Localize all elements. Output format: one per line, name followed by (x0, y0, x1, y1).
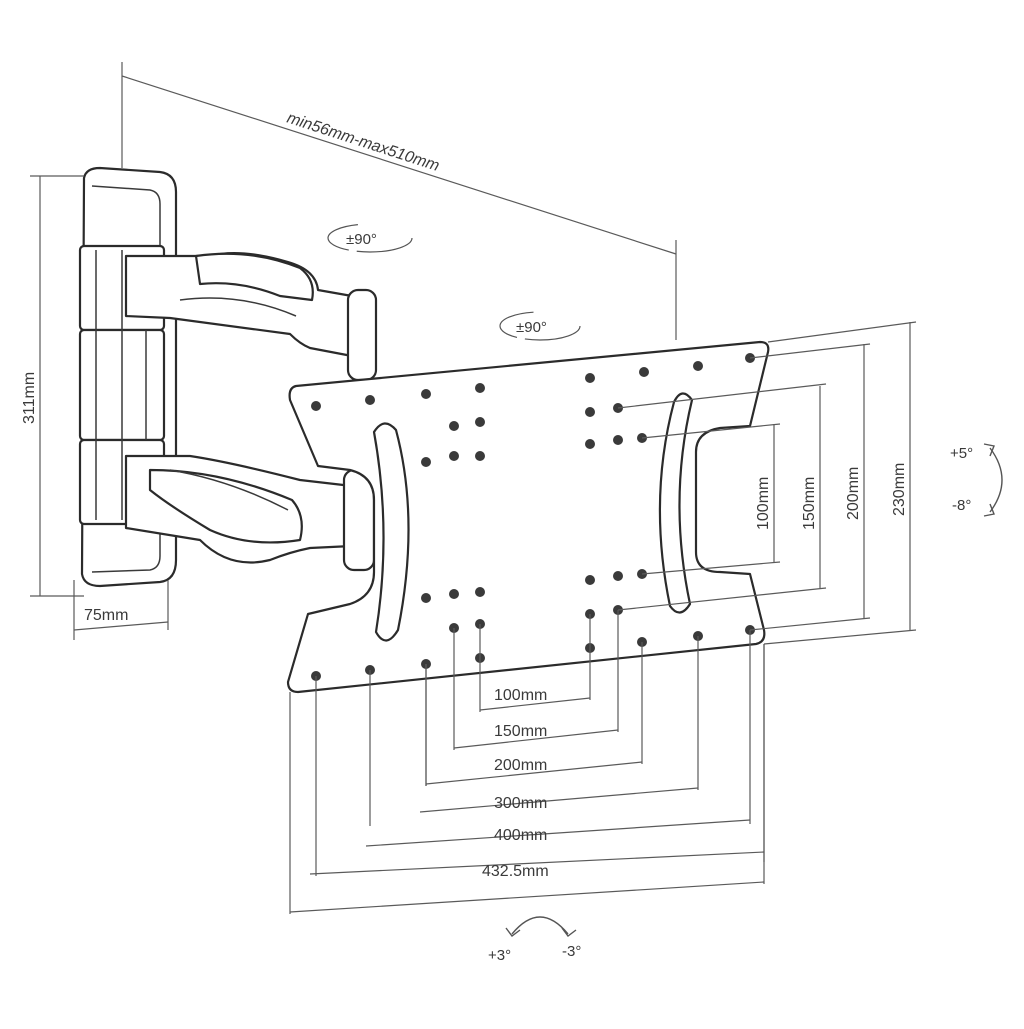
label-level-minus: -3° (562, 943, 581, 960)
swivel-arm-indicator: ±90° (327, 223, 413, 253)
level-indicator: +3° -3° (488, 916, 581, 964)
label-vesa-v-100: 100mm (755, 477, 772, 530)
label-vesa-h-300: 300mm (494, 795, 547, 812)
label-wall-height: 311mm (21, 372, 38, 424)
label-vesa-v-230: 230mm (891, 463, 908, 516)
label-swivel-arm: ±90° (346, 231, 377, 248)
label-vesa-h-100: 100mm (494, 687, 547, 704)
dim-wall-depth: 75mm (73, 580, 169, 640)
label-rotate-plate: ±90° (516, 319, 547, 336)
label-tilt-up: +5° (950, 445, 973, 462)
label-vesa-h-432: 432.5mm (482, 863, 549, 880)
label-vesa-v-150: 150mm (801, 477, 818, 530)
label-level-plus: +3° (488, 947, 511, 964)
upper-arm (124, 252, 378, 382)
label-vesa-h-150: 150mm (494, 723, 547, 740)
label-vesa-h-200: 200mm (494, 757, 547, 774)
tilt-indicator: +5° -8° (950, 443, 1003, 517)
label-vesa-v-200: 200mm (845, 467, 862, 520)
mounting-holes (311, 353, 755, 681)
label-wall-depth: 75mm (84, 607, 128, 624)
vesa-plate (286, 340, 770, 694)
rotate-plate-indicator: ±90° (499, 311, 581, 341)
label-vesa-h-400: 400mm (494, 827, 547, 844)
dim-wall-height: 311mm (21, 175, 84, 597)
lower-arm (124, 454, 376, 572)
dim-vesa-vertical: 100mm 150mm 200mm 230mm (617, 321, 917, 645)
dim-vesa-horizontal: 100mm 150mm 200mm 300mm 400mm 432.5mm (289, 610, 765, 914)
label-tilt-down: -8° (952, 497, 971, 514)
label-arm-extension: min56mm-max510mm (285, 110, 442, 175)
